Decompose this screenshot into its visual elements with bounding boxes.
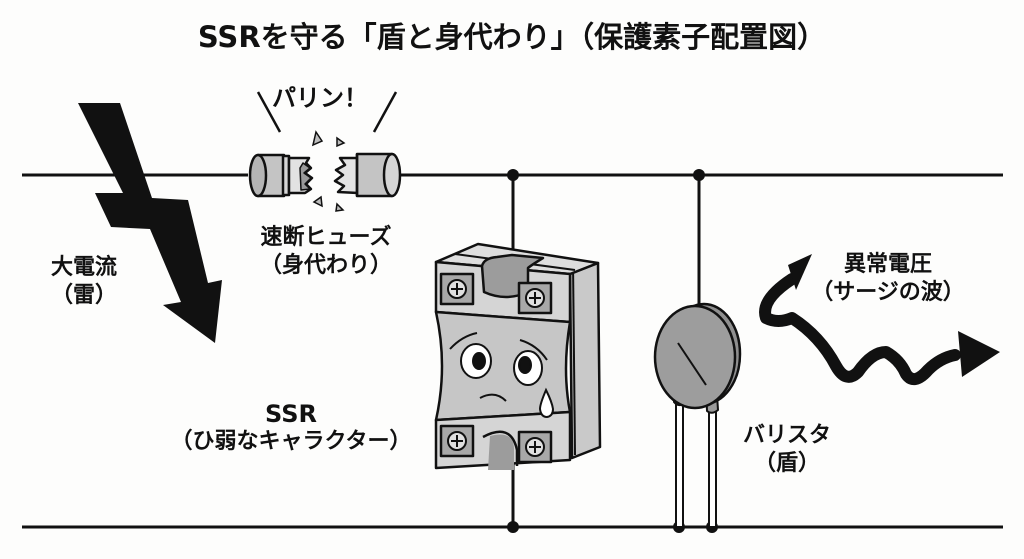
lightning-bolt-icon (78, 103, 222, 343)
varistor-label: バリスタ （盾） (732, 422, 842, 478)
fuse-shards (311, 130, 346, 212)
ssr-label: SSR （ひ弱なキャラクター） (156, 400, 426, 456)
surge-label: 異常電圧 （サージの波） (808, 251, 968, 307)
right-eyebrow (519, 339, 548, 361)
fuse-label: 速断ヒューズ （身代わり） (246, 224, 406, 280)
varistor-label-line2: （盾） (753, 451, 820, 476)
junction-dot (507, 169, 519, 181)
ssr-face (449, 332, 555, 419)
mouth (479, 393, 507, 402)
fuse-burst-lines (256, 91, 398, 133)
surge-label-line1: 異常電圧 (843, 252, 932, 277)
lightning-label: 大電流 （雷） (34, 254, 134, 310)
lightning-label-line1: 大電流 (50, 255, 117, 280)
fuse-sound-label: パリン！ (272, 84, 368, 112)
fuse-icon (248, 152, 402, 198)
ssr-label-line2: （ひ弱なキャラクター） (170, 429, 412, 454)
junction-dot (693, 169, 705, 181)
lightning-label-line2: （雷） (50, 283, 117, 308)
tear-drop (538, 387, 555, 419)
page-title: SSRを守る「盾と身代わり」（保護素子配置図） (197, 20, 827, 54)
left-eyebrow (449, 332, 478, 350)
ssr-icon (434, 242, 602, 470)
varistor-label-line1: バリスタ (742, 423, 831, 448)
ssr-label-line1: SSR (265, 400, 317, 428)
junction-dot (507, 521, 519, 533)
varistor-icon (653, 302, 742, 528)
fuse-label-line1: 速断ヒューズ (260, 225, 392, 250)
fuse-label-line2: （身代わり） (259, 253, 392, 278)
surge-wave-arrow-icon (759, 254, 1000, 386)
surge-label-line2: （サージの波） (811, 280, 965, 305)
